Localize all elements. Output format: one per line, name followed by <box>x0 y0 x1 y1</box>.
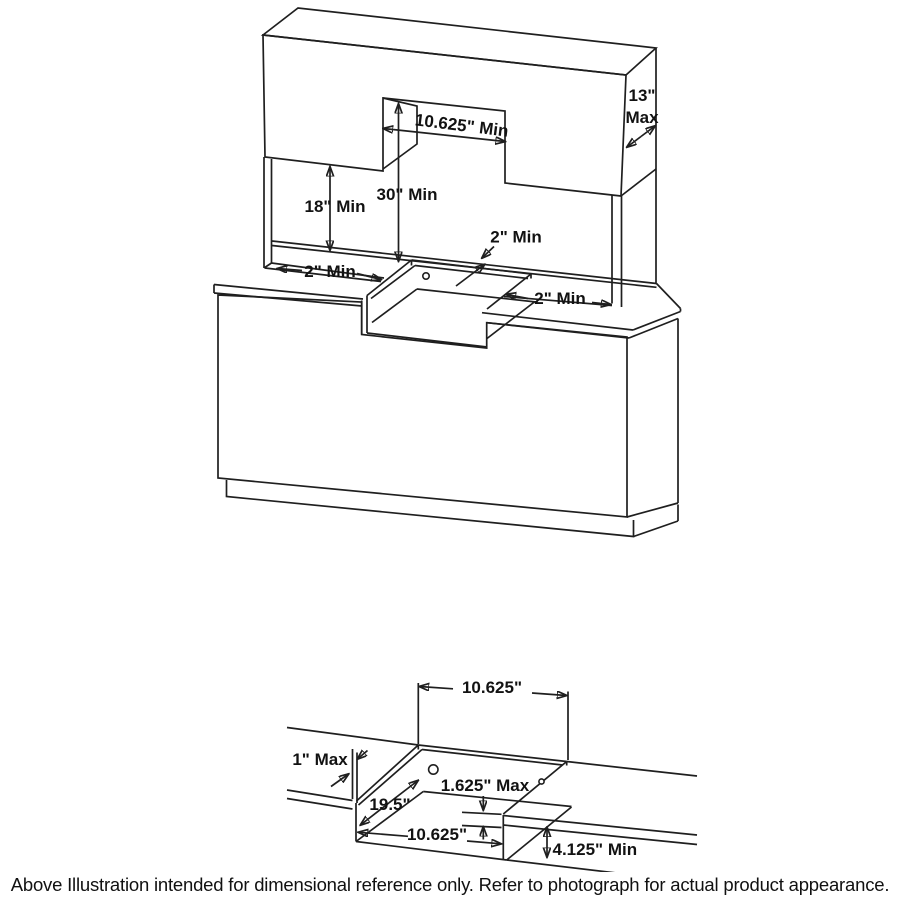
dimension-cabinet-depth: 13" Max <box>625 86 659 147</box>
base-front-face <box>217 294 628 518</box>
label-cutout-width-back: 10.625" <box>462 678 522 697</box>
box-right-cut-edge <box>502 760 568 815</box>
countertop-section <box>286 726 698 872</box>
dimension-cutout-top-to-counter: 30" Min <box>377 104 438 261</box>
cutout-floor-right-edge <box>486 300 536 340</box>
label-cabinet-depth-value: 13" <box>629 86 656 105</box>
cabinet-cutout-inner-edge <box>382 97 418 170</box>
box-left-rim-inner <box>357 748 423 806</box>
vent-cutout-box <box>360 259 537 348</box>
label-cutout-width-front: 10.625" <box>407 825 467 844</box>
cutout-box <box>355 744 573 861</box>
cutout-floor-front-edge <box>366 332 488 348</box>
dimension-flange-gap: 1" Max <box>292 750 369 788</box>
left-wall-panel <box>263 157 273 269</box>
box-back-rim-inner <box>421 748 563 766</box>
base-cabinet <box>217 294 679 538</box>
label-right-wall-clearance: 2" Min <box>534 289 586 308</box>
label-flange-gap: 1" Max <box>292 750 348 769</box>
box-back-wall-bottom <box>423 790 572 808</box>
caption: Above Illustration intended for dimensio… <box>10 874 890 895</box>
label-back-clearance: 2" Min <box>490 228 542 247</box>
label-cabinet-depth-unit: Max <box>625 108 659 127</box>
label-depth-below-countertop: 4.125" Min <box>553 840 638 859</box>
label-cutout-depth: 19.5" <box>369 795 410 814</box>
dimension-cutout-depth: 19.5" <box>361 781 419 826</box>
dimension-cabinet-cutout-width: 10.625" Min <box>384 110 510 141</box>
cabinet-front-face <box>262 34 627 197</box>
top-diagram: 13" Max 10.625" Min 30" Min 18" Min 2" M… <box>213 7 682 538</box>
vent-hole <box>421 271 430 280</box>
dimension-left-wall-clearance: 2" Min <box>278 262 382 281</box>
box-back-rim-outer <box>418 744 567 763</box>
label-cutout-top-to-counter: 30" Min <box>377 185 438 204</box>
dimension-cabinet-bottom-to-counter: 18" Min <box>305 167 366 250</box>
dimension-back-clearance: 2" Min <box>455 228 542 287</box>
label-cabinet-bottom-to-counter: 18" Min <box>305 197 366 216</box>
right-wall-panel <box>611 195 623 307</box>
label-left-wall-clearance: 2" Min <box>304 262 356 281</box>
box-floor-front-edge <box>355 840 507 861</box>
installation-diagram: 13" Max 10.625" Min 30" Min 18" Min 2" M… <box>213 7 698 872</box>
dimension-cutout-width-front: 10.625" <box>359 825 502 844</box>
cutout-back-wall-bottom <box>416 288 537 303</box>
box-left-rim-outer <box>355 744 419 802</box>
counter-bottom-edge <box>506 859 616 872</box>
cabinet-side-bottom-edge <box>620 168 657 197</box>
dimension-cutout-width-back: 10.625" <box>417 678 569 760</box>
cutout-left-rim <box>366 259 413 297</box>
cutout-right-rim <box>486 273 532 310</box>
cutout-left-wall-bottom <box>371 288 418 324</box>
label-countertop-thickness: 1.625" Max <box>441 776 530 795</box>
box-floor-right-edge <box>506 806 573 861</box>
counter-back-edge-left <box>286 726 419 746</box>
bottom-diagram: 10.625" 1" Max 19.5" 1.625" Max 10.625" <box>286 678 698 872</box>
counter-back-edge-right <box>566 760 698 777</box>
toe-kick <box>225 480 635 538</box>
upper-cabinet <box>260 7 658 284</box>
vent-hole-right <box>538 778 545 785</box>
dimension-right-wall-clearance: 2" Min <box>507 289 611 308</box>
vent-hole-left <box>427 763 439 775</box>
dimension-depth-below-countertop: 4.125" Min <box>547 828 638 859</box>
dimension-countertop-thickness: 1.625" Max <box>441 776 530 840</box>
cutout-back-rim <box>411 259 532 275</box>
